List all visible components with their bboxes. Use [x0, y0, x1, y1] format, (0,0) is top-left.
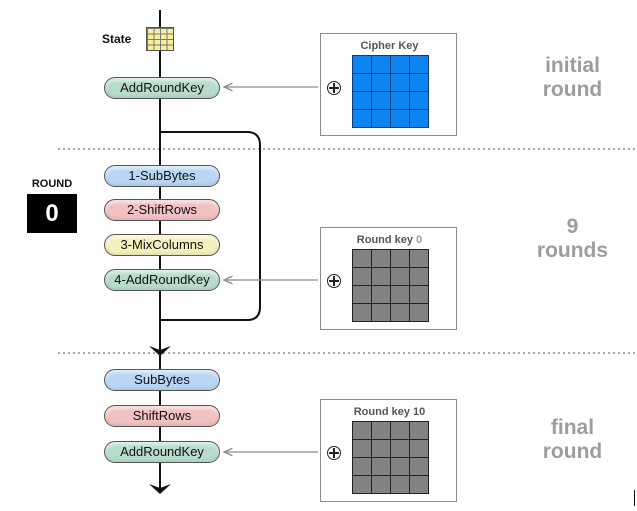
cipher-key-label: Cipher Key: [360, 40, 419, 52]
xor-icon: [327, 274, 341, 288]
round-key-label: Round key 0: [356, 234, 423, 246]
round-key-box: Round key 0: [320, 227, 457, 330]
final-addroundkey-step: AddRoundKey: [104, 441, 220, 463]
final-shiftrows-step: ShiftRows: [104, 405, 220, 427]
cipher-key-box: Cipher Key: [320, 33, 457, 136]
final-round-key-matrix: [352, 421, 429, 494]
shiftrows-step: 2-ShiftRows: [104, 199, 220, 221]
state-label: State: [102, 32, 132, 46]
final-round-key-box: Round key 10: [320, 399, 457, 502]
final-round-title: final round: [542, 416, 603, 463]
mixcolumns-step: 3-MixColumns: [104, 234, 220, 256]
initial-addroundkey-step: AddRoundKey: [104, 77, 220, 99]
final-subbytes-step: SubBytes: [104, 369, 220, 391]
initial-round-title: initial round: [542, 54, 603, 101]
xor-icon: [327, 81, 341, 95]
main-rounds-title: 9 rounds: [536, 215, 609, 262]
subbytes-step: 1-SubBytes: [104, 165, 220, 187]
loop-back-line: [160, 131, 261, 321]
cipher-key-matrix: [352, 55, 429, 128]
text-cursor-icon: [634, 490, 635, 506]
down-arrow-icon: [149, 484, 171, 494]
round-counter: 0: [27, 194, 77, 233]
addroundkey-step: 4-AddRoundKey: [104, 269, 220, 291]
state-matrix-icon: [146, 27, 174, 51]
final-round-key-label: Round key 10: [353, 406, 426, 418]
down-arrow-icon: [149, 346, 171, 356]
xor-icon: [327, 446, 341, 460]
round-key-matrix: [352, 249, 429, 322]
round-label: ROUND: [31, 178, 73, 190]
